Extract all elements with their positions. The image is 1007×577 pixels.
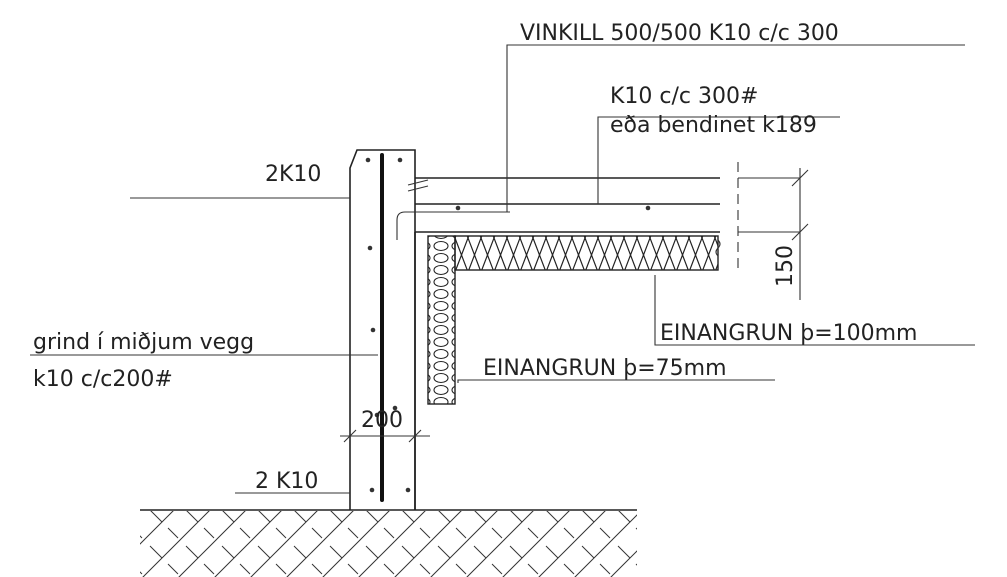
labels: VINKILL 500/500 K10 c/c 300 K10 c/c 300#… bbox=[33, 21, 918, 494]
break-mark bbox=[407, 185, 429, 192]
slab-angle-bar bbox=[396, 211, 510, 240]
label-2k10: 2K10 bbox=[265, 162, 321, 187]
leaders bbox=[30, 44, 975, 494]
label-2-k10: 2 K10 bbox=[255, 469, 318, 494]
ground-hatching bbox=[140, 511, 637, 577]
ground bbox=[140, 509, 637, 577]
rebar-dot bbox=[405, 487, 411, 493]
dim-wall-label: 200 bbox=[361, 408, 403, 433]
dim-tick bbox=[791, 223, 809, 241]
slab bbox=[396, 162, 739, 270]
dim-tick bbox=[791, 169, 809, 187]
label-vinkill: VINKILL 500/500 K10 c/c 300 bbox=[520, 21, 839, 46]
rebar-dot bbox=[365, 157, 371, 163]
rebar-dot bbox=[367, 245, 373, 251]
wall bbox=[349, 149, 416, 510]
slab-insulation bbox=[454, 235, 719, 271]
rebar-dot bbox=[392, 405, 398, 411]
label-wall-grid-line2: k10 c/c200# bbox=[33, 367, 173, 392]
rebar-dot bbox=[369, 487, 375, 493]
rebar-dot bbox=[645, 205, 651, 211]
insulation-break-mark bbox=[715, 239, 721, 257]
label-insulation-slab: EINANGRUN þ=100mm bbox=[660, 321, 918, 346]
rebar-dot bbox=[397, 157, 403, 163]
label-k10-line2: eða bendinet k189 bbox=[610, 113, 817, 138]
leader-insulation-slab bbox=[654, 275, 975, 346]
insulation bbox=[427, 235, 721, 405]
wall-insulation bbox=[427, 235, 456, 405]
leader-k10 bbox=[597, 116, 840, 204]
label-k10-line1: K10 c/c 300# bbox=[610, 84, 758, 109]
leader-vinkill bbox=[506, 44, 965, 212]
break-mark bbox=[407, 179, 429, 186]
dim-slab-label: 150 bbox=[773, 245, 798, 287]
dimensions: 150 200 bbox=[340, 168, 809, 443]
rebar-dot bbox=[370, 327, 376, 333]
label-wall-grid-line1: grind í miðjum vegg bbox=[33, 330, 254, 355]
rebar-dot bbox=[374, 412, 380, 418]
rebar-dot bbox=[455, 205, 461, 211]
label-insulation-wall: EINANGRUN þ=75mm bbox=[483, 356, 727, 381]
leader-insulation-wall bbox=[457, 379, 775, 383]
